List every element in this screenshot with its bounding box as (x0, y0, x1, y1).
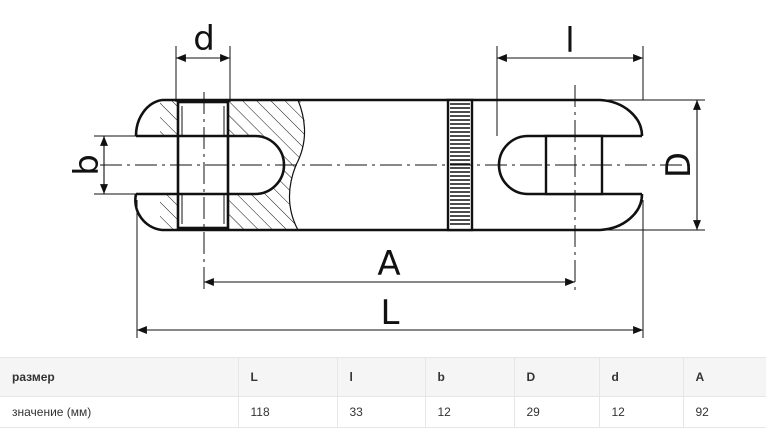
header-b: b (424, 357, 514, 397)
table-header-row: размер L l b D d A (0, 357, 766, 397)
cell-L: 118 (237, 396, 337, 428)
cell-A: 92 (682, 396, 766, 428)
cell-d: 12 (598, 396, 683, 428)
label-L: L (381, 293, 400, 333)
label-D: D (659, 152, 699, 178)
header-l: l (336, 357, 425, 397)
table-row: значение (мм) 118 33 12 29 12 92 (0, 396, 766, 428)
header-L: L (237, 357, 337, 397)
cell-label: значение (мм) (0, 396, 238, 428)
label-l: l (565, 21, 574, 61)
header-A: A (682, 357, 766, 397)
header-D: D (513, 357, 599, 397)
cell-b: 12 (424, 396, 514, 428)
label-A: A (377, 244, 400, 284)
label-b: b (67, 154, 107, 176)
header-size: размер (0, 357, 238, 397)
cell-l: 33 (336, 396, 425, 428)
cell-D: 29 (513, 396, 599, 428)
header-d: d (598, 357, 683, 397)
swivel-technical-drawing: d l b D A L (67, 19, 705, 338)
spec-table: размер L l b D d A значение (мм) 118 33 … (0, 357, 766, 428)
label-d: d (193, 19, 215, 59)
